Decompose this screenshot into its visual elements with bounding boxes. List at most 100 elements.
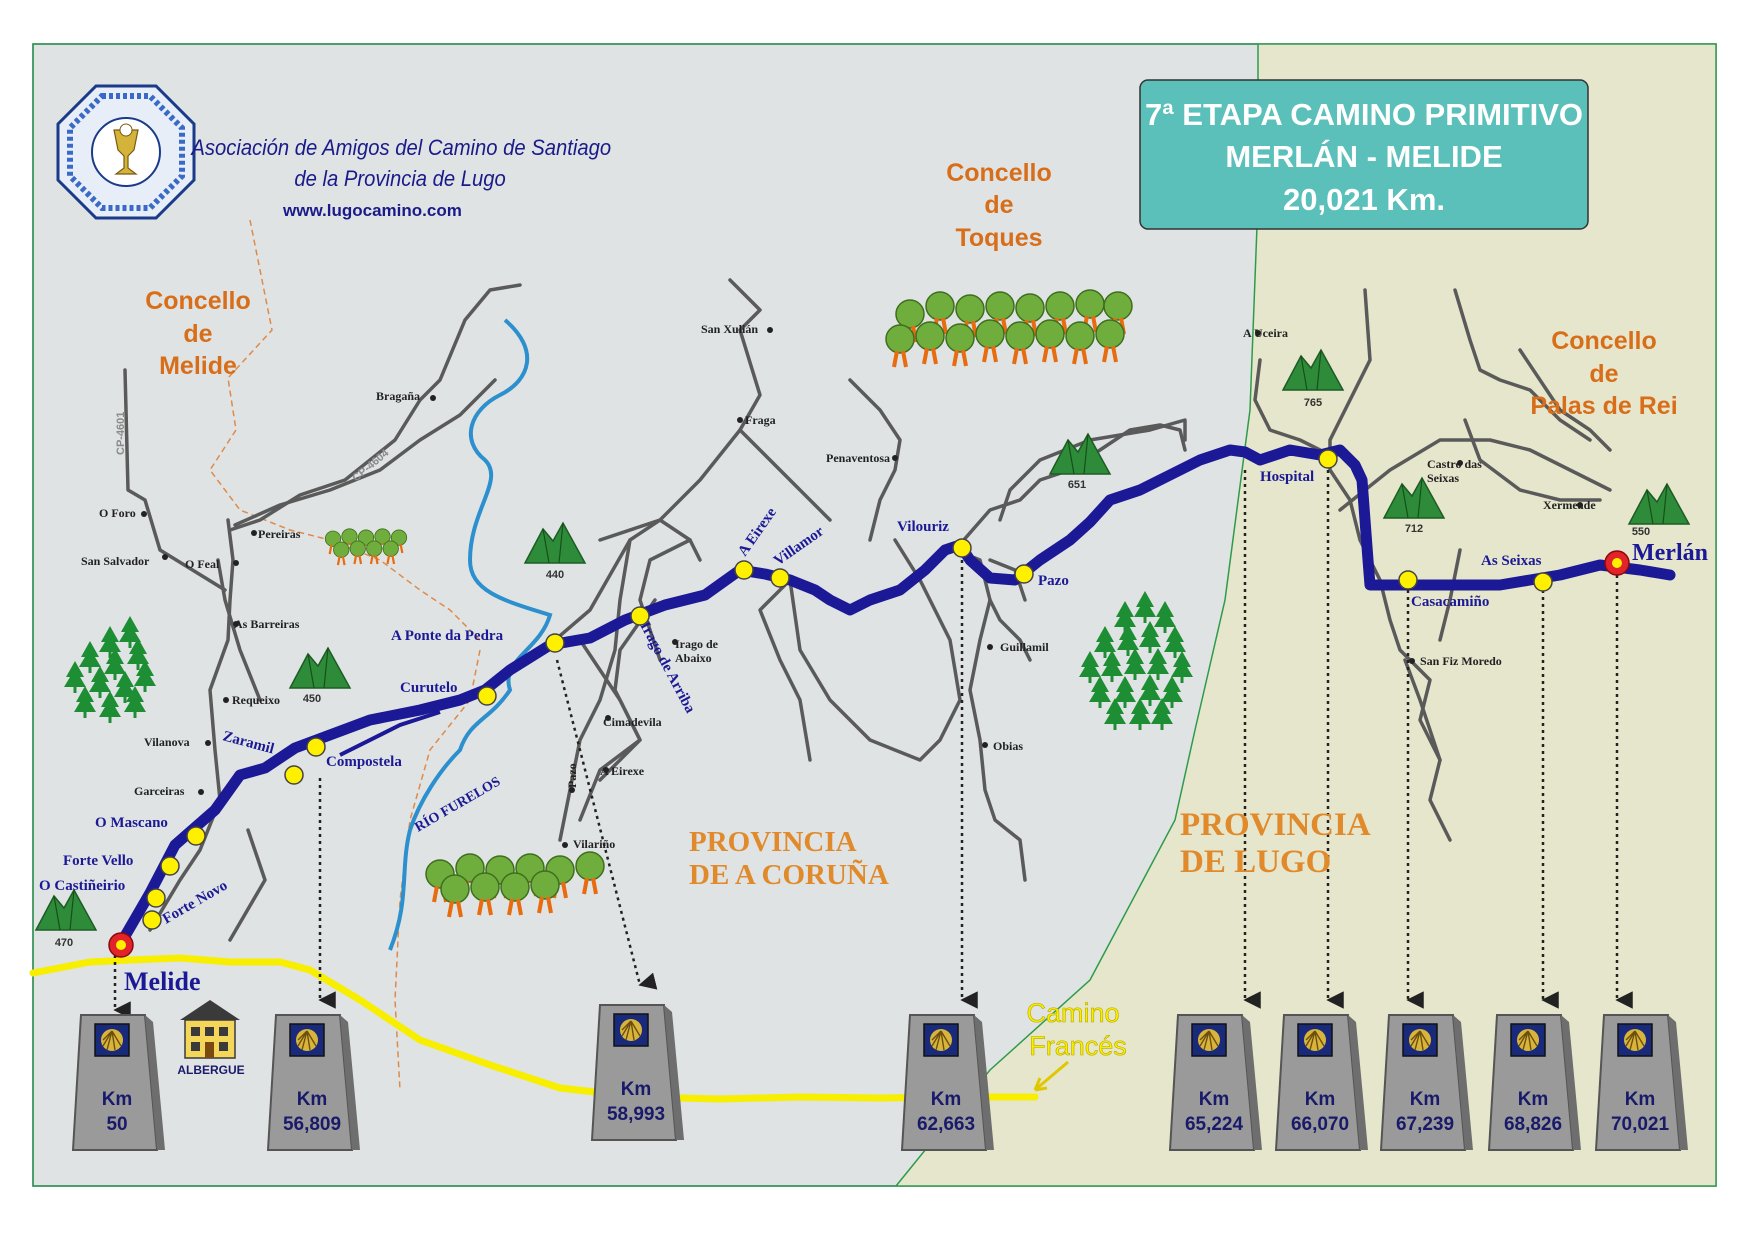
svg-text:50: 50 [106, 1114, 127, 1135]
milestone: Km 66,070 [1275, 1014, 1369, 1151]
stop-label-castineirio: O Castiñeirio [39, 878, 125, 894]
svg-text:440: 440 [546, 569, 564, 581]
milestone: Km 58,993 [591, 1004, 685, 1141]
place-label: Pereiras [258, 527, 301, 541]
camino-primitivo-route [115, 444, 1676, 949]
place-label: Bragaña [376, 389, 420, 403]
milestone: Km 67,239 [1380, 1014, 1474, 1151]
svg-text:de: de [1589, 360, 1618, 388]
title-box [1139, 79, 1589, 230]
milestone: Km 70,021 [1595, 1014, 1689, 1151]
albergue-icon [180, 1000, 240, 1059]
melide-label: Melide [124, 967, 201, 996]
association-line-1: Asociación de Amigos del Camino de Santi… [189, 136, 611, 160]
svg-text:Km: Km [1625, 1089, 1656, 1110]
place-label: A Eirexe [600, 764, 645, 778]
place-label: Requeixo [232, 693, 280, 707]
concello-toques-label: Concello de Toques [946, 159, 1052, 252]
stop-label-curutelo: Curutelo [400, 680, 458, 696]
concello-border-melide [209, 219, 481, 641]
place-label: San Salvador [81, 554, 150, 568]
svg-text:de: de [183, 320, 212, 348]
association-line-2: de la Provincia de Lugo [294, 167, 506, 191]
place-label: San Fiz Moredo [1420, 654, 1502, 668]
place-label: Vilanova [144, 735, 190, 749]
mountain-icon: 765 [1282, 349, 1344, 409]
svg-text:PROVINCIA: PROVINCIA [689, 826, 857, 858]
svg-text:Km: Km [931, 1089, 962, 1110]
svg-text:70,021: 70,021 [1611, 1114, 1670, 1135]
rio-furelos-river [388, 318, 553, 951]
svg-text:68,826: 68,826 [1504, 1114, 1562, 1135]
place-label: Abaixo [675, 651, 712, 665]
stop-label-ponte-pedra: A Ponte da Pedra [391, 628, 504, 644]
place-label: As Barreiras [234, 617, 300, 631]
svg-text:56,809: 56,809 [283, 1114, 341, 1135]
svg-text:450: 450 [303, 693, 321, 705]
svg-text:651: 651 [1068, 479, 1086, 491]
place-label: Vilariño [573, 837, 615, 851]
place-labels: O Foro San Salvador O Feal Pereiras As B… [81, 322, 1596, 851]
svg-text:Km: Km [1199, 1089, 1230, 1110]
svg-text:470: 470 [55, 937, 73, 949]
svg-text:62,663: 62,663 [917, 1114, 975, 1135]
title-line-2: MERLÁN - MELIDE [1225, 139, 1502, 174]
svg-text:DE LUGO: DE LUGO [1180, 844, 1331, 880]
place-label: Penaventosa [826, 451, 890, 465]
svg-text:Km: Km [621, 1079, 652, 1100]
place-label: Pazo [565, 763, 579, 788]
place-label: San Xulián [701, 322, 758, 336]
milestone: Km 65,224 [1169, 1014, 1263, 1151]
stop-label-hospital: Hospital [1260, 469, 1314, 485]
svg-text:66,070: 66,070 [1291, 1114, 1349, 1135]
place-dots [141, 327, 1583, 848]
svg-text:Palas de Rei: Palas de Rei [1530, 392, 1677, 420]
province-coruna-label: PROVINCIA DE A CORUÑA [689, 826, 889, 891]
milestone-pointers [113, 470, 1633, 1019]
lugo-province-area [896, 44, 1716, 1186]
svg-text:DE A CORUÑA: DE A CORUÑA [689, 858, 889, 891]
milestone: Km 68,826 [1488, 1014, 1582, 1151]
mountain-icon: 450 [289, 647, 351, 705]
concello-palas-label: Concello de Palas de Rei [1530, 327, 1677, 420]
place-label: Xermeade [1543, 498, 1596, 512]
svg-text:67,239: 67,239 [1396, 1114, 1454, 1135]
milestone: Km 62,663 [901, 1014, 995, 1151]
place-label: Guillamil [1000, 640, 1049, 654]
albergue-label: ALBERGUE [177, 1063, 244, 1077]
svg-text:765: 765 [1304, 397, 1322, 409]
milestone: Km 50 [72, 1014, 166, 1151]
stop-label-as-seixas: As Seixas [1481, 553, 1542, 569]
stop-label-vilouriz: Vilouriz [897, 519, 949, 535]
concello-melide-label: Concello de Melide [145, 287, 251, 380]
milestone: Km 56,809 [267, 1014, 361, 1151]
place-label: Garceiras [134, 784, 185, 798]
merlan-endpoint-marker [1604, 550, 1630, 576]
association-logo-icon [56, 84, 196, 220]
route-spur [339, 710, 441, 757]
place-label: Irago de [675, 637, 719, 651]
place-label: Obias [993, 739, 1023, 753]
place-label: Castro das [1427, 457, 1482, 471]
svg-text:550: 550 [1632, 526, 1650, 538]
secondary-roads [123, 278, 1612, 942]
svg-text:Camino: Camino [1026, 998, 1119, 1028]
title-line-1: 7ª ETAPA CAMINO PRIMITIVO [1145, 97, 1583, 132]
camino-frances-arrow-icon [1033, 1060, 1069, 1092]
camino-frances-label: Camino Francés [1026, 998, 1127, 1062]
stop-label-pazo: Pazo [1038, 573, 1069, 589]
svg-text:Francés: Francés [1029, 1031, 1127, 1061]
place-label: O Foro [99, 506, 136, 520]
svg-text:712: 712 [1405, 523, 1423, 535]
place-label: Cimadevila [603, 715, 662, 729]
stop-label-compostela: Compostela [326, 754, 402, 770]
mountain-icon: 440 [524, 522, 586, 581]
stop-label-casacamino: Casacamiño [1411, 594, 1489, 610]
svg-text:Km: Km [1518, 1089, 1549, 1110]
merlan-label: Merlán [1632, 540, 1708, 566]
svg-text:Km: Km [1305, 1089, 1336, 1110]
mountain-icon: 550 [1628, 483, 1690, 538]
title-line-3: 20,021 Km. [1283, 182, 1445, 217]
svg-text:Melide: Melide [159, 352, 237, 380]
stop-label-mascano: O Mascano [95, 815, 168, 831]
